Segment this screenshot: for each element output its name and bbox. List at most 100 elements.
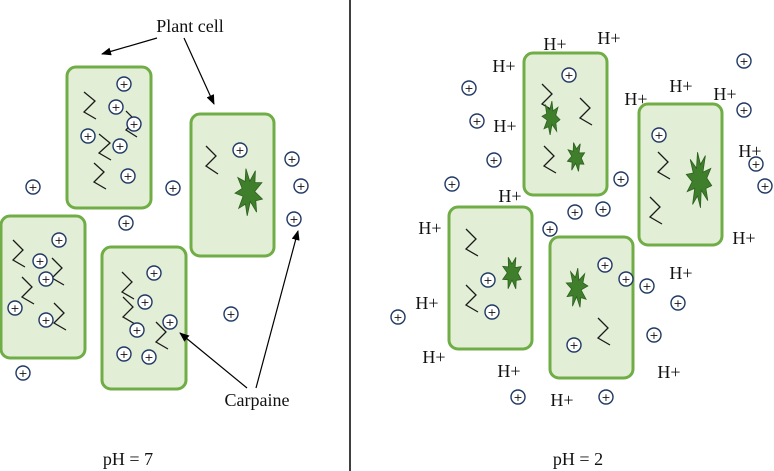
cation-icon: + — [116, 76, 132, 92]
proton-label: H+ — [492, 56, 515, 76]
cation-icon: + — [165, 180, 181, 196]
svg-text:+: + — [296, 180, 305, 193]
cation-icon: + — [542, 221, 558, 237]
cation-icon: + — [646, 327, 662, 343]
svg-text:+: + — [18, 367, 27, 380]
svg-text:+: + — [545, 223, 554, 236]
svg-text:+: + — [54, 234, 63, 247]
arrow-plant-cell-1 — [101, 37, 158, 56]
proton-label: H+ — [493, 116, 516, 136]
proton-label: H+ — [422, 347, 445, 367]
svg-text:+: + — [226, 308, 235, 321]
annotation-arrows — [101, 37, 300, 389]
carpaine-star-4 — [685, 152, 713, 208]
svg-text:+: + — [569, 339, 578, 352]
carpaine-molecules — [234, 101, 713, 308]
cation-icon: + — [651, 127, 667, 143]
cation-icon: + — [32, 253, 48, 269]
cation-icon: + — [567, 204, 583, 220]
cation-icon: + — [137, 294, 153, 310]
svg-text:+: + — [673, 297, 682, 310]
cation-icon: + — [129, 322, 145, 338]
svg-text:+: + — [751, 158, 760, 171]
svg-text:+: + — [483, 274, 492, 287]
cell-left-1 — [65, 65, 153, 210]
svg-text:+: + — [129, 118, 138, 131]
svg-text:+: + — [621, 273, 630, 286]
cation-icon: + — [486, 152, 502, 168]
svg-text:+: + — [739, 104, 748, 117]
plant-cell-label: Plant cell — [156, 16, 223, 36]
svg-text:+: + — [760, 180, 769, 193]
svg-text:+: + — [570, 206, 579, 219]
svg-text:+: + — [601, 391, 610, 404]
cation-icon: + — [736, 53, 752, 69]
proton-layer: H+H+H+H+H+H+H+H+H+H+H+H+H+H+H+H+H+ — [415, 28, 761, 410]
cell-right-4 — [548, 235, 635, 380]
cation-icon: + — [597, 257, 613, 273]
svg-text:+: + — [149, 267, 158, 280]
carpaine-label: Carpaine — [225, 390, 290, 410]
svg-text:+: + — [464, 82, 473, 95]
cation-icon: + — [108, 99, 124, 115]
cation-icon: + — [598, 389, 614, 405]
svg-text:+: + — [289, 213, 298, 226]
cation-icon: + — [566, 337, 582, 353]
svg-text:+: + — [28, 181, 37, 194]
proton-label: H+ — [669, 76, 692, 96]
proton-label: H+ — [657, 362, 680, 382]
cation-icon: + — [670, 295, 686, 311]
cation-icon: + — [595, 201, 611, 217]
cation-icon: + — [51, 232, 67, 248]
svg-text:+: + — [41, 273, 50, 286]
arrow-carpaine-1 — [179, 332, 248, 389]
cation-icon: + — [618, 271, 634, 287]
cation-icon: + — [223, 306, 239, 322]
ph-right-label: pH = 2 — [553, 449, 603, 469]
cation-icon: + — [561, 67, 577, 83]
cation-icon: + — [444, 176, 460, 192]
cation-icon: + — [736, 102, 752, 118]
cation-icon: + — [390, 309, 406, 325]
svg-text:+: + — [654, 129, 663, 142]
svg-text:+: + — [649, 329, 658, 342]
cation-icon: + — [25, 179, 41, 195]
svg-text:+: + — [35, 255, 44, 268]
proton-label: H+ — [624, 89, 647, 109]
proton-label: H+ — [418, 218, 441, 238]
proton-label: H+ — [732, 228, 755, 248]
svg-text:+: + — [598, 203, 607, 216]
cation-icon: + — [120, 168, 136, 184]
cation-icon: + — [126, 116, 142, 132]
cation-icon: + — [232, 142, 248, 158]
svg-text:+: + — [119, 348, 128, 361]
svg-text:+: + — [600, 259, 609, 272]
ph-left-label: pH = 7 — [103, 449, 153, 469]
svg-text:+: + — [83, 130, 92, 143]
svg-text:+: + — [642, 280, 651, 293]
carpaine-star-6 — [565, 268, 589, 308]
svg-text:+: + — [123, 170, 132, 183]
cation-icon: + — [118, 215, 134, 231]
svg-text:+: + — [168, 182, 177, 195]
cation-icon: + — [461, 80, 477, 96]
svg-text:+: + — [119, 78, 128, 91]
svg-text:+: + — [472, 115, 481, 128]
cation-icon: + — [38, 312, 54, 328]
proton-label: H+ — [738, 141, 761, 161]
cation-layer: ++++++++++++++++++++++++++++++++++++++++… — [7, 53, 773, 405]
cation-icon: + — [510, 389, 526, 405]
svg-text:+: + — [739, 55, 748, 68]
carpaine-star-5 — [501, 257, 523, 289]
svg-text:+: + — [235, 144, 244, 157]
proton-label: H+ — [498, 186, 521, 206]
svg-text:+: + — [564, 69, 573, 82]
svg-text:+: + — [41, 314, 50, 327]
cation-icon: + — [162, 314, 178, 330]
cell-left-3 — [0, 214, 87, 360]
proton-label: H+ — [497, 361, 520, 381]
proton-label: H+ — [543, 34, 566, 54]
cell-left-2 — [189, 112, 276, 258]
cation-icon: + — [484, 304, 500, 320]
